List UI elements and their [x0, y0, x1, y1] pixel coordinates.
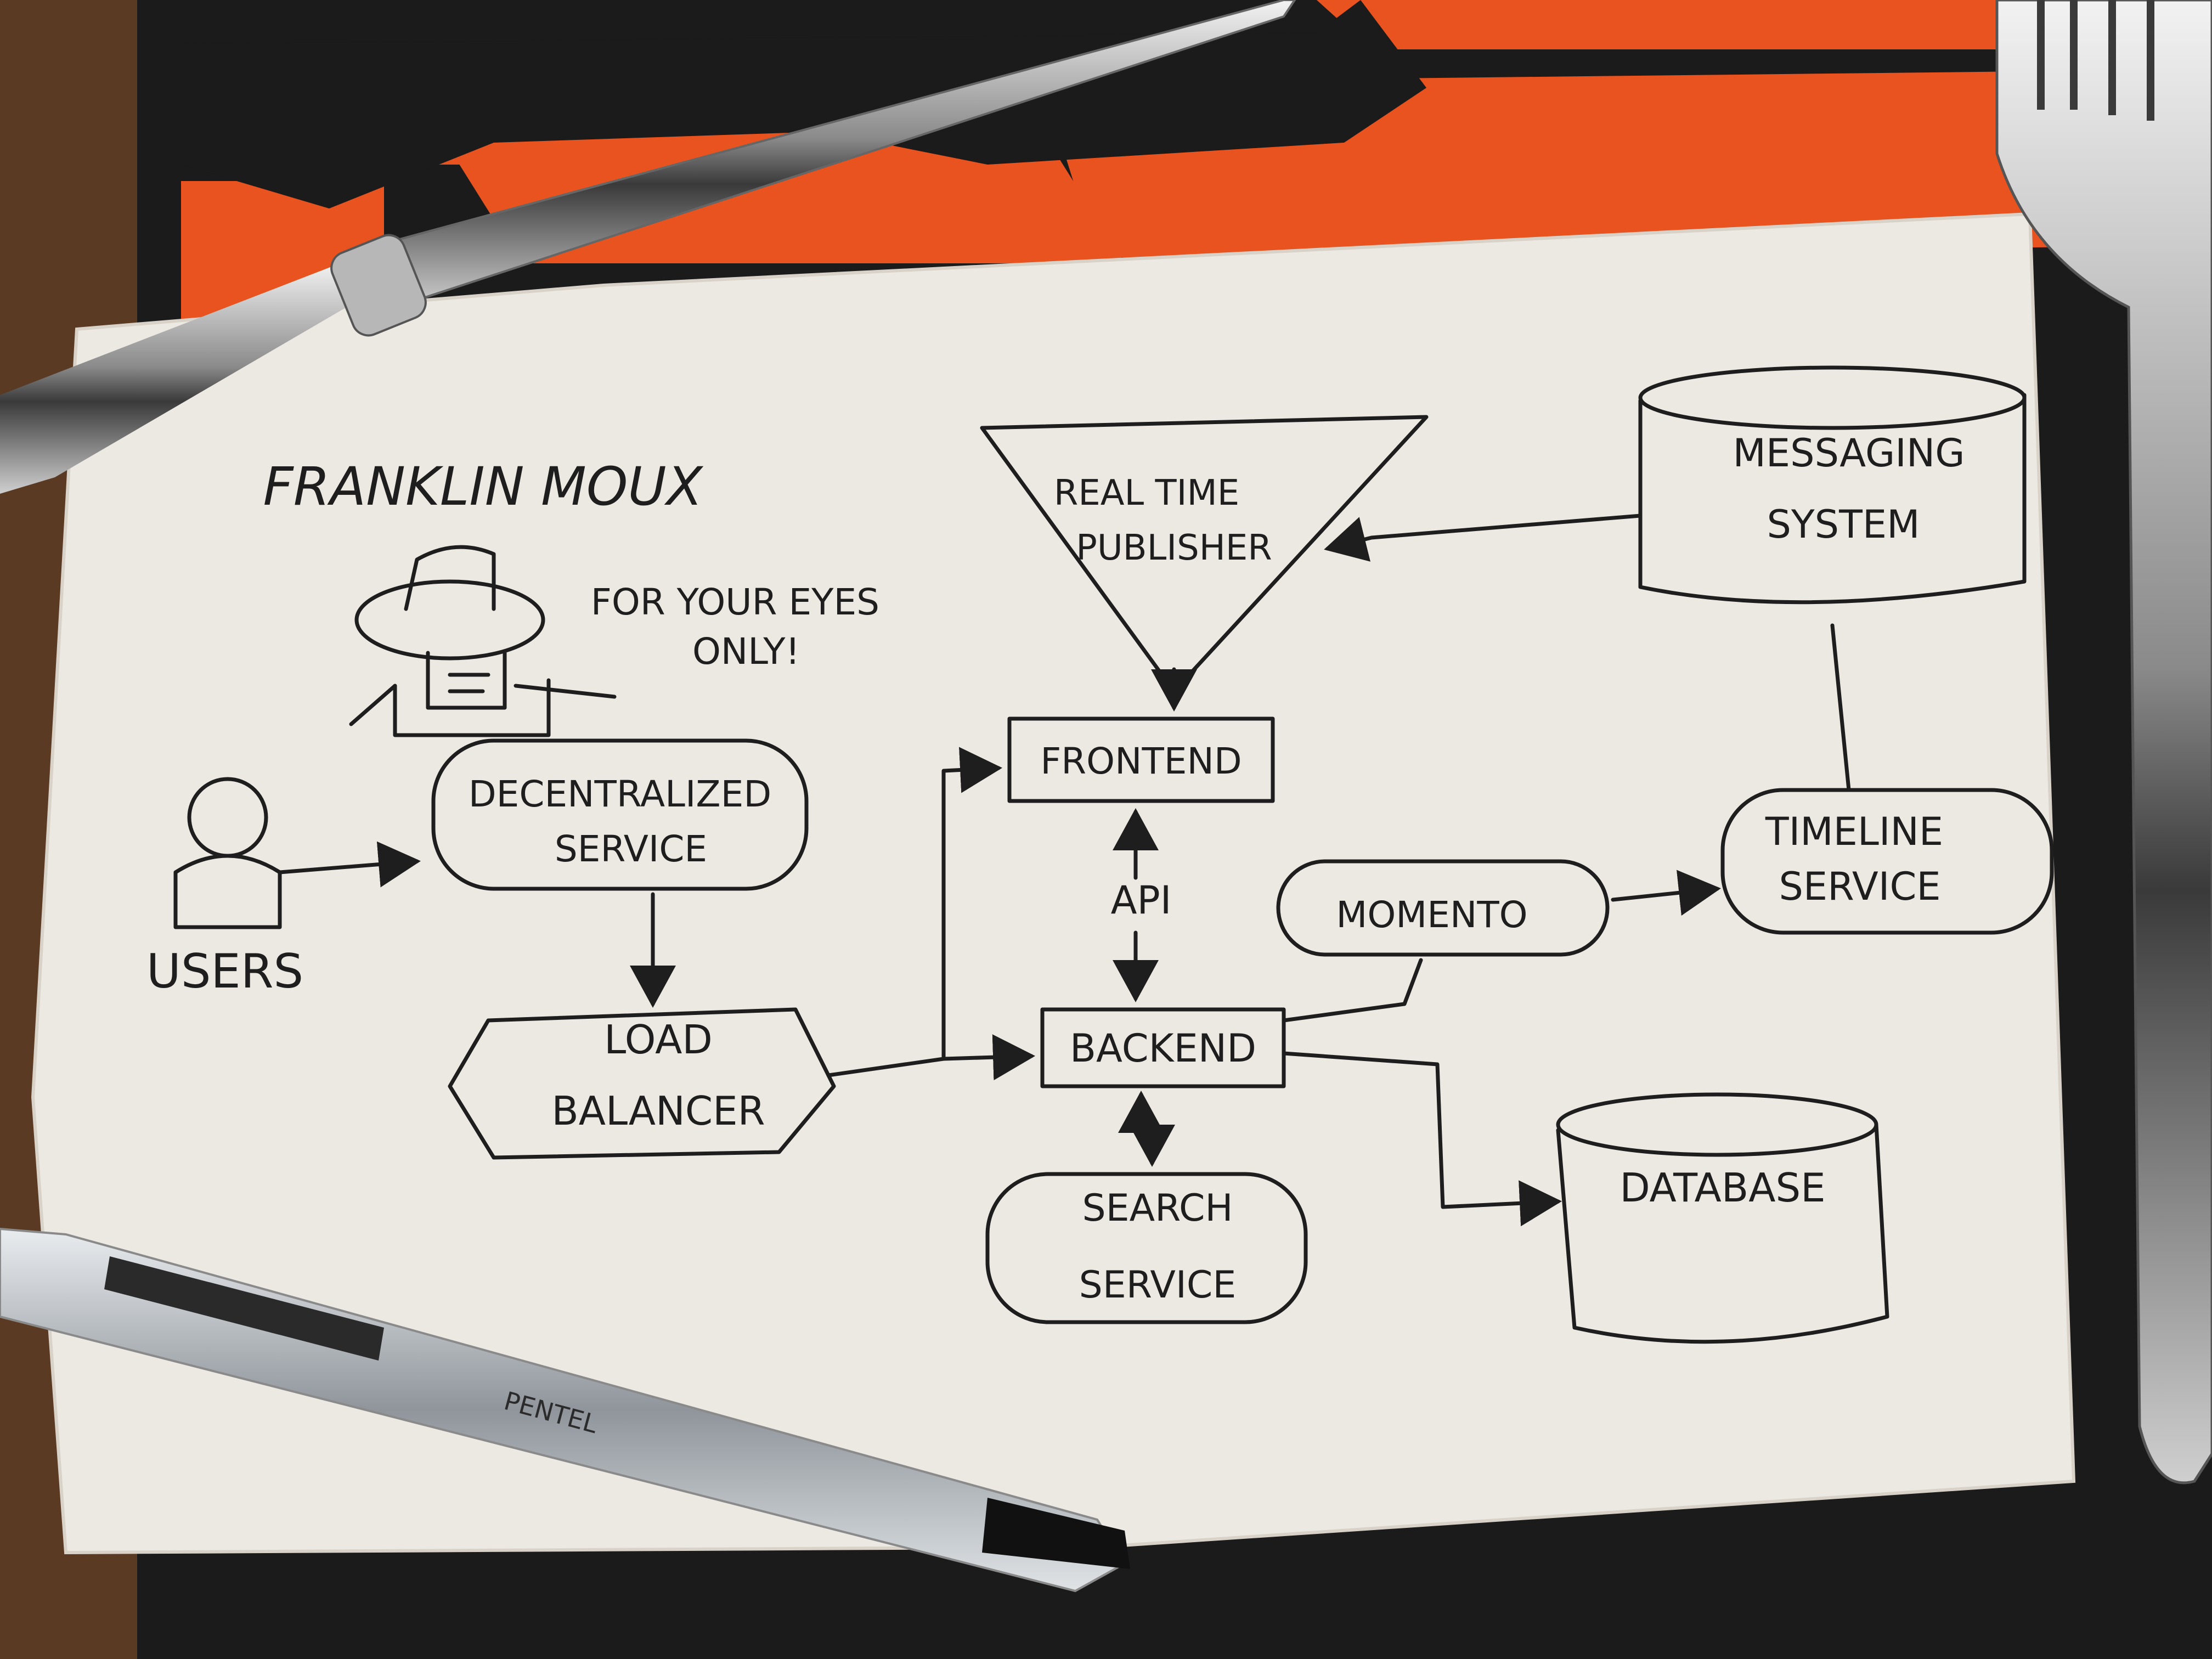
timeline-service-label-2: SERVICE	[1779, 864, 1940, 909]
backend-node	[1040, 1007, 1286, 1088]
database-node	[1556, 1092, 1889, 1344]
frontend-node	[1007, 716, 1275, 803]
messaging-system-label-1: MESSAGING	[1733, 431, 1965, 476]
users-to-decentralized-arrow	[278, 841, 421, 888]
real-time-publisher-node	[980, 415, 1429, 693]
database-label: DATABASE	[1620, 1165, 1825, 1211]
messaging-system-node	[1638, 365, 2027, 605]
momento-node	[1276, 859, 1610, 957]
backend-to-momento-line	[1282, 958, 1423, 1023]
note-line2: ONLY!	[692, 630, 800, 673]
search-service-node	[985, 1172, 1308, 1324]
author-title: FRANKLIN MOUX	[263, 456, 704, 517]
timeline-service-label-1: TIMELINE	[1765, 809, 1943, 854]
api-label: API	[1111, 878, 1172, 923]
load-balancer-label-2: BALANCER	[551, 1088, 765, 1134]
publisher-label-1: REAL TIME	[1054, 473, 1239, 514]
diagram	[173, 365, 2054, 1344]
frontend-label: FRONTEND	[1040, 740, 1242, 782]
backend-label: BACKEND	[1070, 1026, 1256, 1071]
decentralized-service-node	[431, 738, 809, 891]
loadbalancer-to-frontend-arrow	[941, 747, 1002, 1061]
decentralized-label-2: SERVICE	[555, 828, 707, 870]
search-service-label-2: SERVICE	[1079, 1263, 1237, 1307]
momento-to-timeline-arrow	[1611, 870, 1721, 916]
momento-label: MOMENTO	[1336, 894, 1527, 936]
note-line1: FOR YOUR EYES	[591, 581, 879, 623]
load-balancer-node	[448, 1007, 836, 1160]
decentralized-label-1: DECENTRALIZED	[469, 773, 771, 815]
users-body-icon	[173, 854, 282, 929]
users-label: USERS	[146, 944, 303, 999]
timeline-service-node	[1720, 788, 2054, 935]
backend-to-database-arrow	[1282, 1051, 1562, 1227]
timeline-to-messaging-line	[1830, 623, 1851, 792]
load-balancer-label-1: LOAD	[604, 1017, 713, 1063]
pen-object: PENTEL	[0, 1227, 1130, 1593]
spy-sketch-icon	[349, 545, 617, 737]
knife-utensil	[0, 0, 1296, 494]
publisher-label-2: PUBLISHER	[1076, 528, 1272, 568]
fork-utensil	[1995, 0, 2212, 1485]
messaging-system-label-2: SYSTEM	[1767, 502, 1920, 547]
search-service-label-1: SEARCH	[1082, 1187, 1233, 1230]
messaging-to-publisher-arrow	[1324, 514, 1643, 562]
